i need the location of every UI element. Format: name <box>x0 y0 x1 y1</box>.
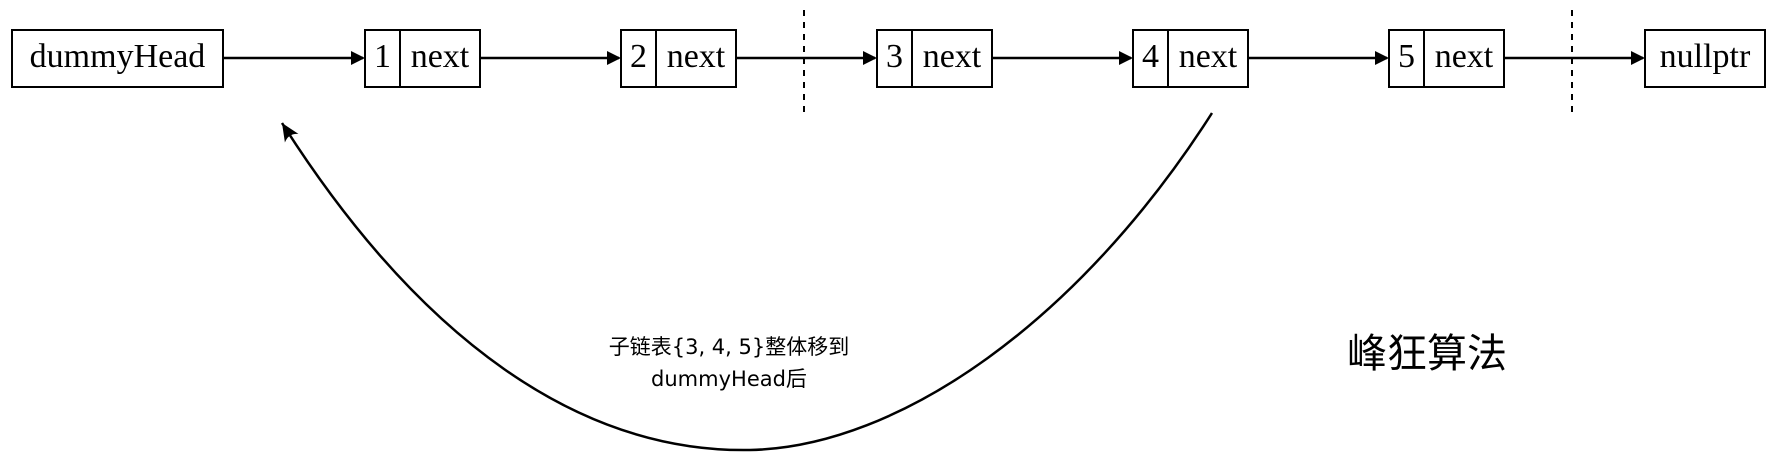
list-node-2: 2 next <box>620 29 737 88</box>
node-pointer-label: next <box>667 38 726 75</box>
move-sublist-curved-arrow <box>280 112 1214 452</box>
node-value: 4 <box>1142 38 1159 75</box>
node-value: 2 <box>630 38 647 75</box>
node-pointer-label: next <box>923 38 982 75</box>
node-value: 3 <box>886 38 903 75</box>
node-value: 5 <box>1398 38 1415 75</box>
node-pointer-label: next <box>1179 38 1238 75</box>
list-node-4: 4 next <box>1132 29 1249 88</box>
node-pointer-label: next <box>1435 38 1494 75</box>
annotation-line-2: dummyHead后 <box>651 367 807 391</box>
nullptr-node: nullptr <box>1644 29 1766 88</box>
nullptr-label: nullptr <box>1660 38 1751 75</box>
dummy-head-label: dummyHead <box>30 38 206 75</box>
dummy-head-node: dummyHead <box>11 29 224 88</box>
list-node-3: 3 next <box>876 29 993 88</box>
node-pointer-label: next <box>411 38 470 75</box>
diagram-title: 峰狂算法 <box>1347 331 1507 377</box>
annotation-line-1: 子链表{3, 4, 5}整体移到 <box>609 335 850 359</box>
node-value: 1 <box>374 38 391 75</box>
list-node-5: 5 next <box>1388 29 1505 88</box>
list-node-1: 1 next <box>364 29 481 88</box>
